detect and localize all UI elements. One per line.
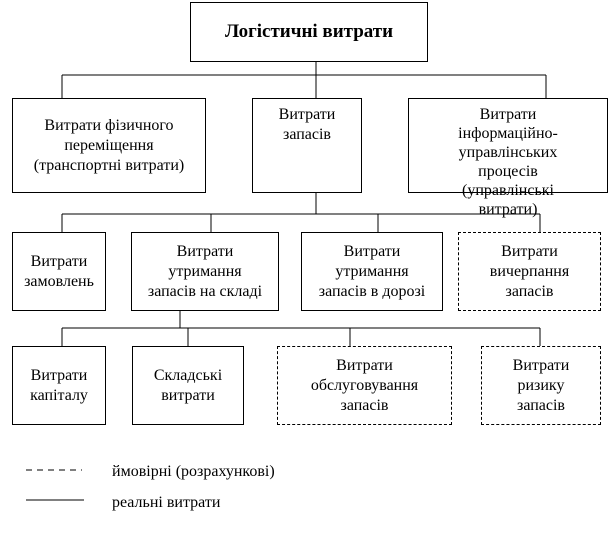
capital-costs-box: Витрати капіталу [12, 346, 106, 425]
inventory-service-costs-label: Витрати обслуговування запасів [310, 356, 419, 414]
transit-holding-costs-label: Витрати утримання запасів в дорозі [318, 242, 426, 300]
inventory-costs-label: Витрати запасів [278, 106, 336, 143]
transit-holding-costs-box: Витрати утримання запасів в дорозі [301, 232, 443, 311]
root-label: Логістичні витрати [224, 21, 394, 42]
inventory-risk-costs-label: Витрати ризику запасів [512, 356, 570, 414]
management-costs-label: Витрати інформаційно- управлінських проц… [458, 106, 558, 218]
order-costs-box: Витрати замовлень [12, 232, 106, 311]
warehouse-holding-costs-label: Витрати утримання запасів на складі [147, 242, 263, 300]
management-costs-box: Витрати інформаційно- управлінських проц… [408, 98, 608, 218]
stockout-costs-label: Витрати вичерпання запасів [489, 242, 570, 300]
warehouse-holding-costs-box: Витрати утримання запасів на складі [131, 232, 279, 311]
capital-costs-label: Витрати капіталу [30, 366, 88, 404]
inventory-costs-box: Витрати запасів [252, 98, 362, 193]
legend-probable-label: ймовірні (розрахункові) [112, 463, 275, 480]
root-box: Логістичні витрати [190, 2, 428, 62]
transport-costs-label: Витрати фізичного переміщення (транспорт… [33, 116, 185, 174]
stockout-costs-box: Витрати вичерпання запасів [458, 232, 601, 311]
inventory-risk-costs-box: Витрати ризику запасів [481, 346, 601, 425]
legend-real-label: реальні витрати [112, 494, 221, 511]
inventory-service-costs-box: Витрати обслуговування запасів [277, 346, 452, 425]
order-costs-label: Витрати замовлень [24, 252, 94, 290]
storage-costs-label: Складські витрати [153, 366, 223, 404]
storage-costs-box: Складські витрати [132, 346, 244, 425]
transport-costs-box: Витрати фізичного переміщення (транспорт… [12, 98, 206, 193]
